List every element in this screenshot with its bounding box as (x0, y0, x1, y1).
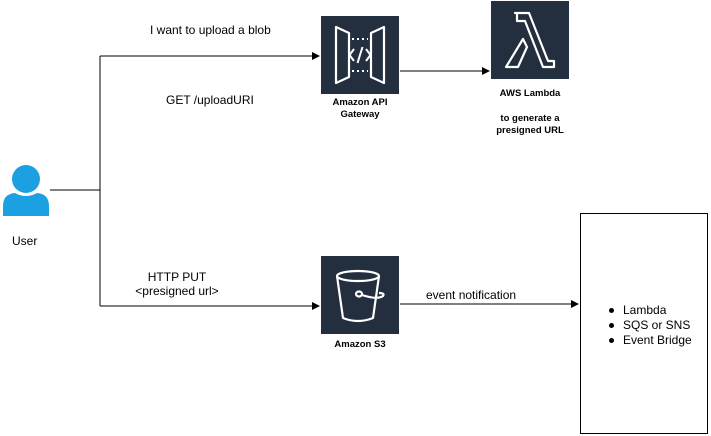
bullet-icon (609, 323, 614, 328)
http-put-line1: HTTP PUT (147, 270, 207, 284)
bullet-icon (609, 308, 614, 313)
list-item: SQS or SNS (609, 318, 692, 333)
api-gateway-caption: Amazon API Gateway (320, 97, 400, 121)
http-put-label: HTTP PUT <presigned url> (128, 270, 226, 298)
event-notification-label: event notification (426, 288, 517, 302)
list-item: Lambda (609, 303, 692, 318)
lambda-node[interactable] (491, 1, 569, 79)
api-gateway-caption-line1: Amazon API (332, 97, 388, 108)
api-gateway-node[interactable] (321, 16, 399, 94)
lambda-caption: AWS Lambda (499, 88, 561, 99)
lambda-note-line1: to generate a (500, 113, 560, 124)
target-lambda: Lambda (623, 303, 667, 317)
get-upload-uri-label: GET /uploadURI (166, 93, 254, 107)
bullet-icon (609, 338, 614, 343)
target-sqs-sns: SQS or SNS (623, 318, 691, 332)
upload-request-label: I want to upload a blob (150, 23, 271, 37)
lambda-note: to generate a presigned URL (480, 113, 580, 137)
s3-bucket-icon (335, 269, 385, 323)
api-gateway-icon (334, 25, 386, 85)
list-item: Event Bridge (609, 333, 692, 348)
target-event-bridge: Event Bridge (623, 333, 692, 347)
lambda-icon (504, 11, 556, 69)
event-targets-box[interactable]: Lambda SQS or SNS Event Bridge (580, 213, 708, 434)
s3-caption: Amazon S3 (334, 339, 386, 350)
api-gateway-caption-line2: Gateway (340, 109, 380, 120)
lambda-note-line2: presigned URL (496, 125, 564, 136)
user-label: User (12, 234, 38, 248)
user-actor[interactable] (2, 164, 50, 216)
http-put-line2: <presigned url> (135, 284, 219, 298)
event-targets-list: Lambda SQS or SNS Event Bridge (609, 303, 692, 348)
user-icon (3, 165, 49, 216)
s3-node[interactable] (321, 256, 399, 334)
